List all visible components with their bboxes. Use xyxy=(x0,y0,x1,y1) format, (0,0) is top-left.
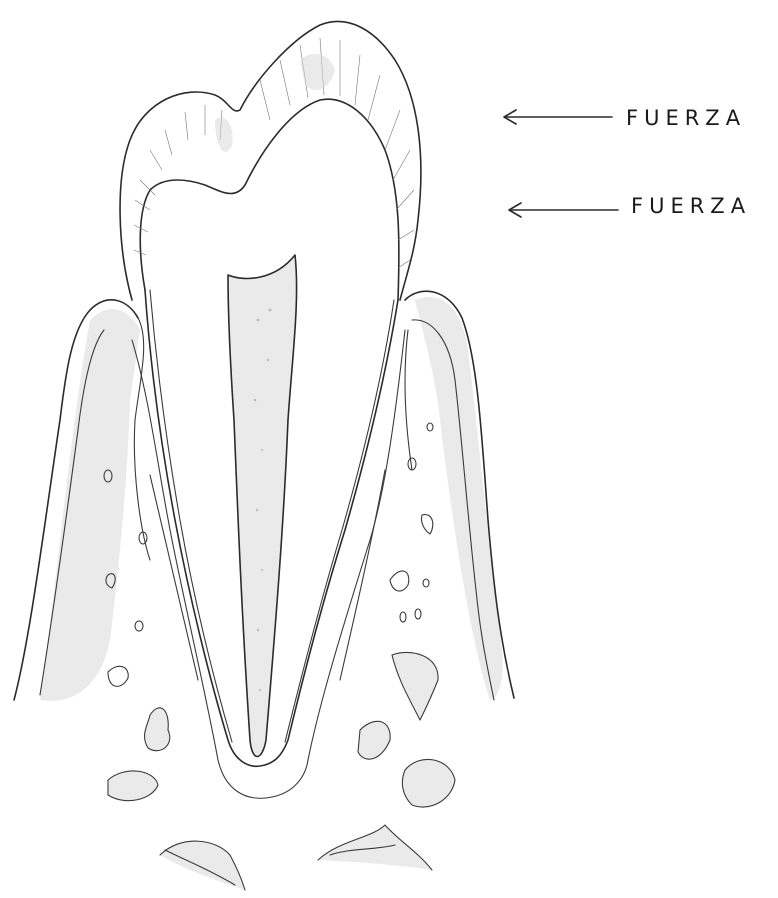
force-arrow-upper xyxy=(504,110,612,124)
pulp-canal xyxy=(228,255,297,757)
force-arrow-lower xyxy=(509,203,618,217)
bone-spaces-right xyxy=(358,423,455,807)
tooth-crown xyxy=(120,22,421,300)
right-bone-outline xyxy=(405,291,514,700)
trabecular-bone-bottom xyxy=(160,825,432,890)
force-label-lower: FUERZA xyxy=(631,194,751,218)
force-label-upper: FUERZA xyxy=(626,106,746,130)
left-bone-outline xyxy=(14,300,150,701)
